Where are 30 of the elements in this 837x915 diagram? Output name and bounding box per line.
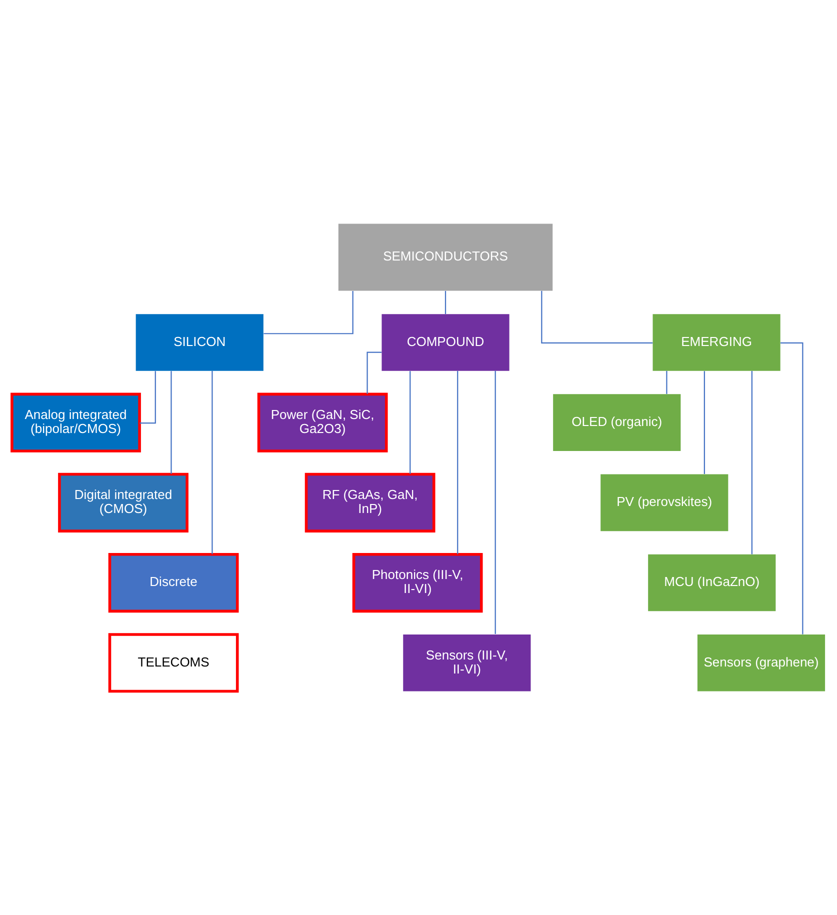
node-box: Digital integrated (CMOS) (58, 472, 188, 532)
connector (410, 371, 411, 474)
connector (704, 371, 705, 474)
connector (140, 371, 156, 424)
connector (780, 342, 804, 634)
node-box: MCU (InGaZnO) (648, 554, 776, 612)
connector (666, 370, 668, 394)
node-box: Analog integrated (bipolar/CMOS) (10, 392, 141, 452)
node-box: Sensors (III-V, II-VI) (403, 634, 531, 692)
node-box: SEMICONDUCTORS (338, 224, 553, 291)
connector (751, 370, 752, 554)
connector (170, 371, 172, 474)
connector (264, 290, 354, 334)
legend-label: TELECOMS (138, 654, 210, 670)
node-box: PV (perovskites) (600, 474, 728, 532)
node-box: Power (GaN, SiC, Ga2O3) (257, 392, 388, 452)
connector (494, 370, 496, 634)
connector (212, 370, 213, 554)
node-box: EMERGING (652, 314, 780, 371)
connector (457, 370, 458, 554)
node-box: Photonics (III-V, II-VI) (352, 552, 483, 613)
connector (541, 290, 653, 344)
node-box: Discrete (108, 552, 239, 613)
node-box: OLED (organic) (553, 394, 681, 451)
connector (366, 352, 382, 394)
node-box: COMPOUND (382, 314, 510, 371)
node-box: RF (GaAs, GaN, InP) (304, 472, 436, 532)
connector (444, 290, 446, 314)
node-box: SILICON (136, 314, 264, 371)
node-box: Sensors (graphene) (697, 634, 826, 692)
